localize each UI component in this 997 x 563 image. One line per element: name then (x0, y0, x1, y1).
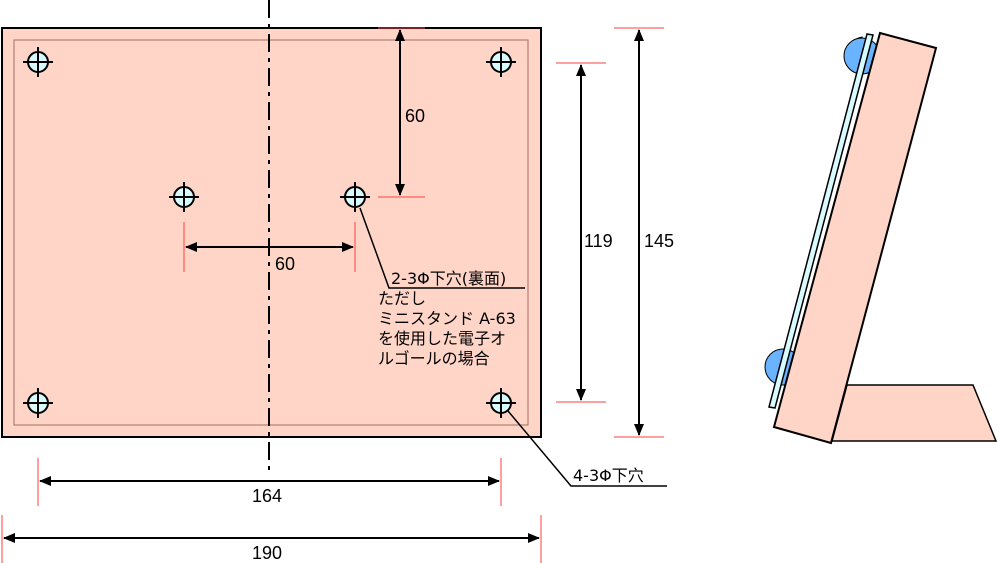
dim-label: 60 (275, 254, 295, 274)
board-inner-line (13, 39, 529, 426)
dim-145: 145 (614, 27, 674, 438)
leader-corner-holes: 4-3Φ下穴 (507, 410, 667, 487)
note-line: ただし (378, 289, 426, 308)
board-outline (1, 27, 542, 438)
dim-horizontal-60: 60 (183, 222, 356, 274)
note-corner-holes: 4-3Φ下穴 (573, 466, 644, 485)
hole-icon (340, 182, 370, 212)
hole-icon (23, 47, 53, 77)
dim-190: 190 (1, 515, 542, 563)
dim-119: 119 (556, 62, 613, 403)
dim-vertical-60: 60 (378, 27, 425, 198)
note-back-hole: 2-3Φ下穴(裏面) (391, 269, 506, 288)
dim-label: 164 (252, 486, 282, 506)
body (772, 31, 938, 445)
front-view (1, 0, 542, 472)
hole-icon (23, 388, 53, 418)
note-line: ルゴールの場合 (378, 349, 490, 368)
leader-back-hole: 2-3Φ下穴(裏面) ただし ミニスタンド A-63 を使用した電子オ ルゴール… (359, 207, 525, 368)
dim-label: 60 (405, 106, 425, 126)
hole-icon (486, 388, 516, 418)
hole-icon (486, 47, 516, 77)
side-view (764, 31, 997, 445)
dim-label: 119 (584, 231, 613, 251)
front-panel (768, 33, 874, 409)
dim-164: 164 (37, 458, 502, 506)
dim-label: 145 (644, 231, 674, 251)
note-line: ミニスタンド A-63 (378, 309, 516, 328)
hole-icon (169, 182, 199, 212)
holes (23, 47, 516, 418)
dim-label: 190 (252, 543, 282, 563)
note-line: を使用した電子オ (378, 329, 506, 348)
stand-base (831, 384, 997, 442)
